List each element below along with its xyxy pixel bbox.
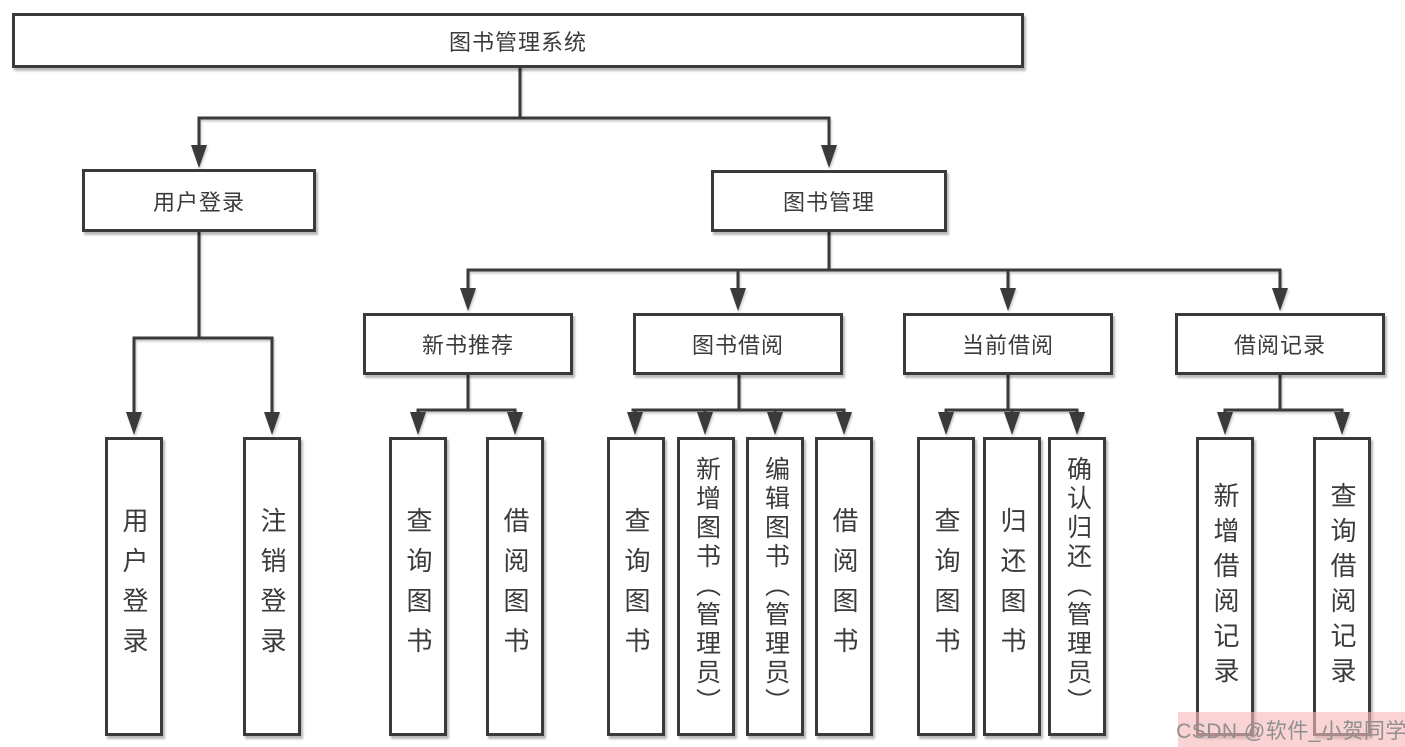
csdn-watermark: CSDN @软件_小贺同学 [1176, 712, 1405, 747]
leaf-user-login: 用户登录 [105, 437, 163, 736]
leaf-add-books-admin: 新增图书（管理员） [677, 437, 735, 736]
leaf-query-borrow-record: 查询借阅记录 [1313, 437, 1371, 736]
node-new-book-recommend: 新书推荐 [363, 313, 573, 375]
node-book-management-label: 图书管理 [782, 190, 875, 215]
node-root-library-system: 图书管理系统 [12, 13, 1024, 68]
node-new-book-recommend-label: 新书推荐 [421, 333, 514, 358]
leaf-query-books-current-label: 查询图书 [931, 506, 961, 667]
node-borrow-records: 借阅记录 [1175, 313, 1385, 375]
leaf-borrow-books-recommend-label: 借阅图书 [500, 506, 530, 667]
leaf-borrow-books-label: 借阅图书 [829, 506, 859, 667]
leaf-query-books-recommend-label: 查询图书 [403, 506, 433, 667]
node-user-login-label: 用户登录 [152, 189, 245, 215]
leaf-query-books-current: 查询图书 [917, 437, 975, 736]
leaf-query-books-recommend: 查询图书 [389, 437, 447, 736]
leaf-return-books-label: 归还图书 [997, 506, 1027, 667]
node-root-label: 图书管理系统 [448, 29, 587, 55]
leaf-logout: 注销登录 [243, 437, 301, 736]
node-book-borrow: 图书借阅 [633, 313, 843, 375]
leaf-confirm-return-admin-label: 确认归还（管理员） [1063, 456, 1092, 717]
leaf-query-borrow-record-label: 查询借阅记录 [1327, 481, 1357, 692]
leaf-edit-books-admin-label: 编辑图书（管理员） [761, 456, 790, 717]
leaf-query-books-borrow-label: 查询图书 [621, 506, 651, 667]
leaf-query-books-borrow: 查询图书 [607, 437, 665, 736]
leaf-user-login-label: 用户登录 [119, 506, 149, 667]
leaf-return-books: 归还图书 [983, 437, 1041, 736]
leaf-add-books-admin-label: 新增图书（管理员） [692, 456, 721, 717]
leaf-confirm-return-admin: 确认归还（管理员） [1048, 437, 1106, 736]
leaf-add-borrow-record-label: 新增借阅记录 [1210, 481, 1240, 692]
leaf-borrow-books: 借阅图书 [815, 437, 873, 736]
leaf-add-borrow-record: 新增借阅记录 [1196, 437, 1254, 736]
node-book-borrow-label: 图书借阅 [691, 333, 784, 358]
node-current-borrow-label: 当前借阅 [961, 333, 1054, 358]
csdn-watermark-text: CSDN @软件_小贺同学 [1176, 719, 1405, 743]
node-user-login: 用户登录 [82, 169, 316, 232]
arrowheads [126, 145, 1350, 435]
leaf-logout-label: 注销登录 [257, 506, 287, 667]
leaf-edit-books-admin: 编辑图书（管理员） [746, 437, 804, 736]
leaf-borrow-books-recommend: 借阅图书 [486, 437, 544, 736]
node-current-borrow: 当前借阅 [903, 313, 1113, 375]
node-borrow-records-label: 借阅记录 [1233, 333, 1326, 358]
node-book-management: 图书管理 [711, 170, 947, 232]
